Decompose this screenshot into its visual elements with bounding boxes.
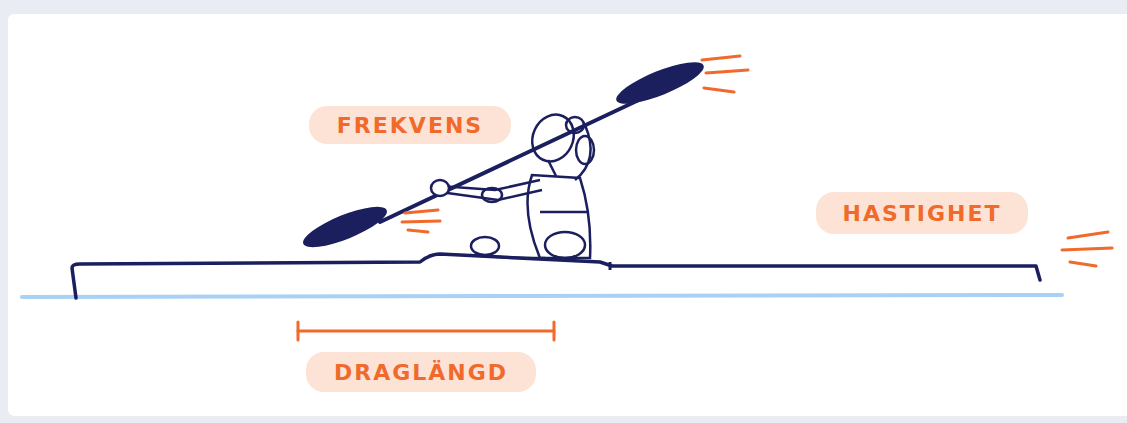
paddle-blade <box>299 199 391 255</box>
paddle-blade <box>612 54 708 111</box>
stroke-length-bracket <box>298 322 554 340</box>
paddler-hand <box>431 180 449 196</box>
label-text: FREKVENS <box>337 113 483 138</box>
kayak-hull <box>72 254 1040 298</box>
label-pill: HASTIGHET <box>816 192 1028 234</box>
motion-lines <box>402 56 1112 266</box>
label-text: HASTIGHET <box>843 201 1002 226</box>
water-line <box>22 295 1062 297</box>
kayak-cockpit <box>609 262 612 270</box>
label-text: DRAGLÄNGD <box>334 360 508 385</box>
label-pill: DRAGLÄNGD <box>306 352 536 392</box>
label-pill: FREKVENS <box>309 106 511 144</box>
